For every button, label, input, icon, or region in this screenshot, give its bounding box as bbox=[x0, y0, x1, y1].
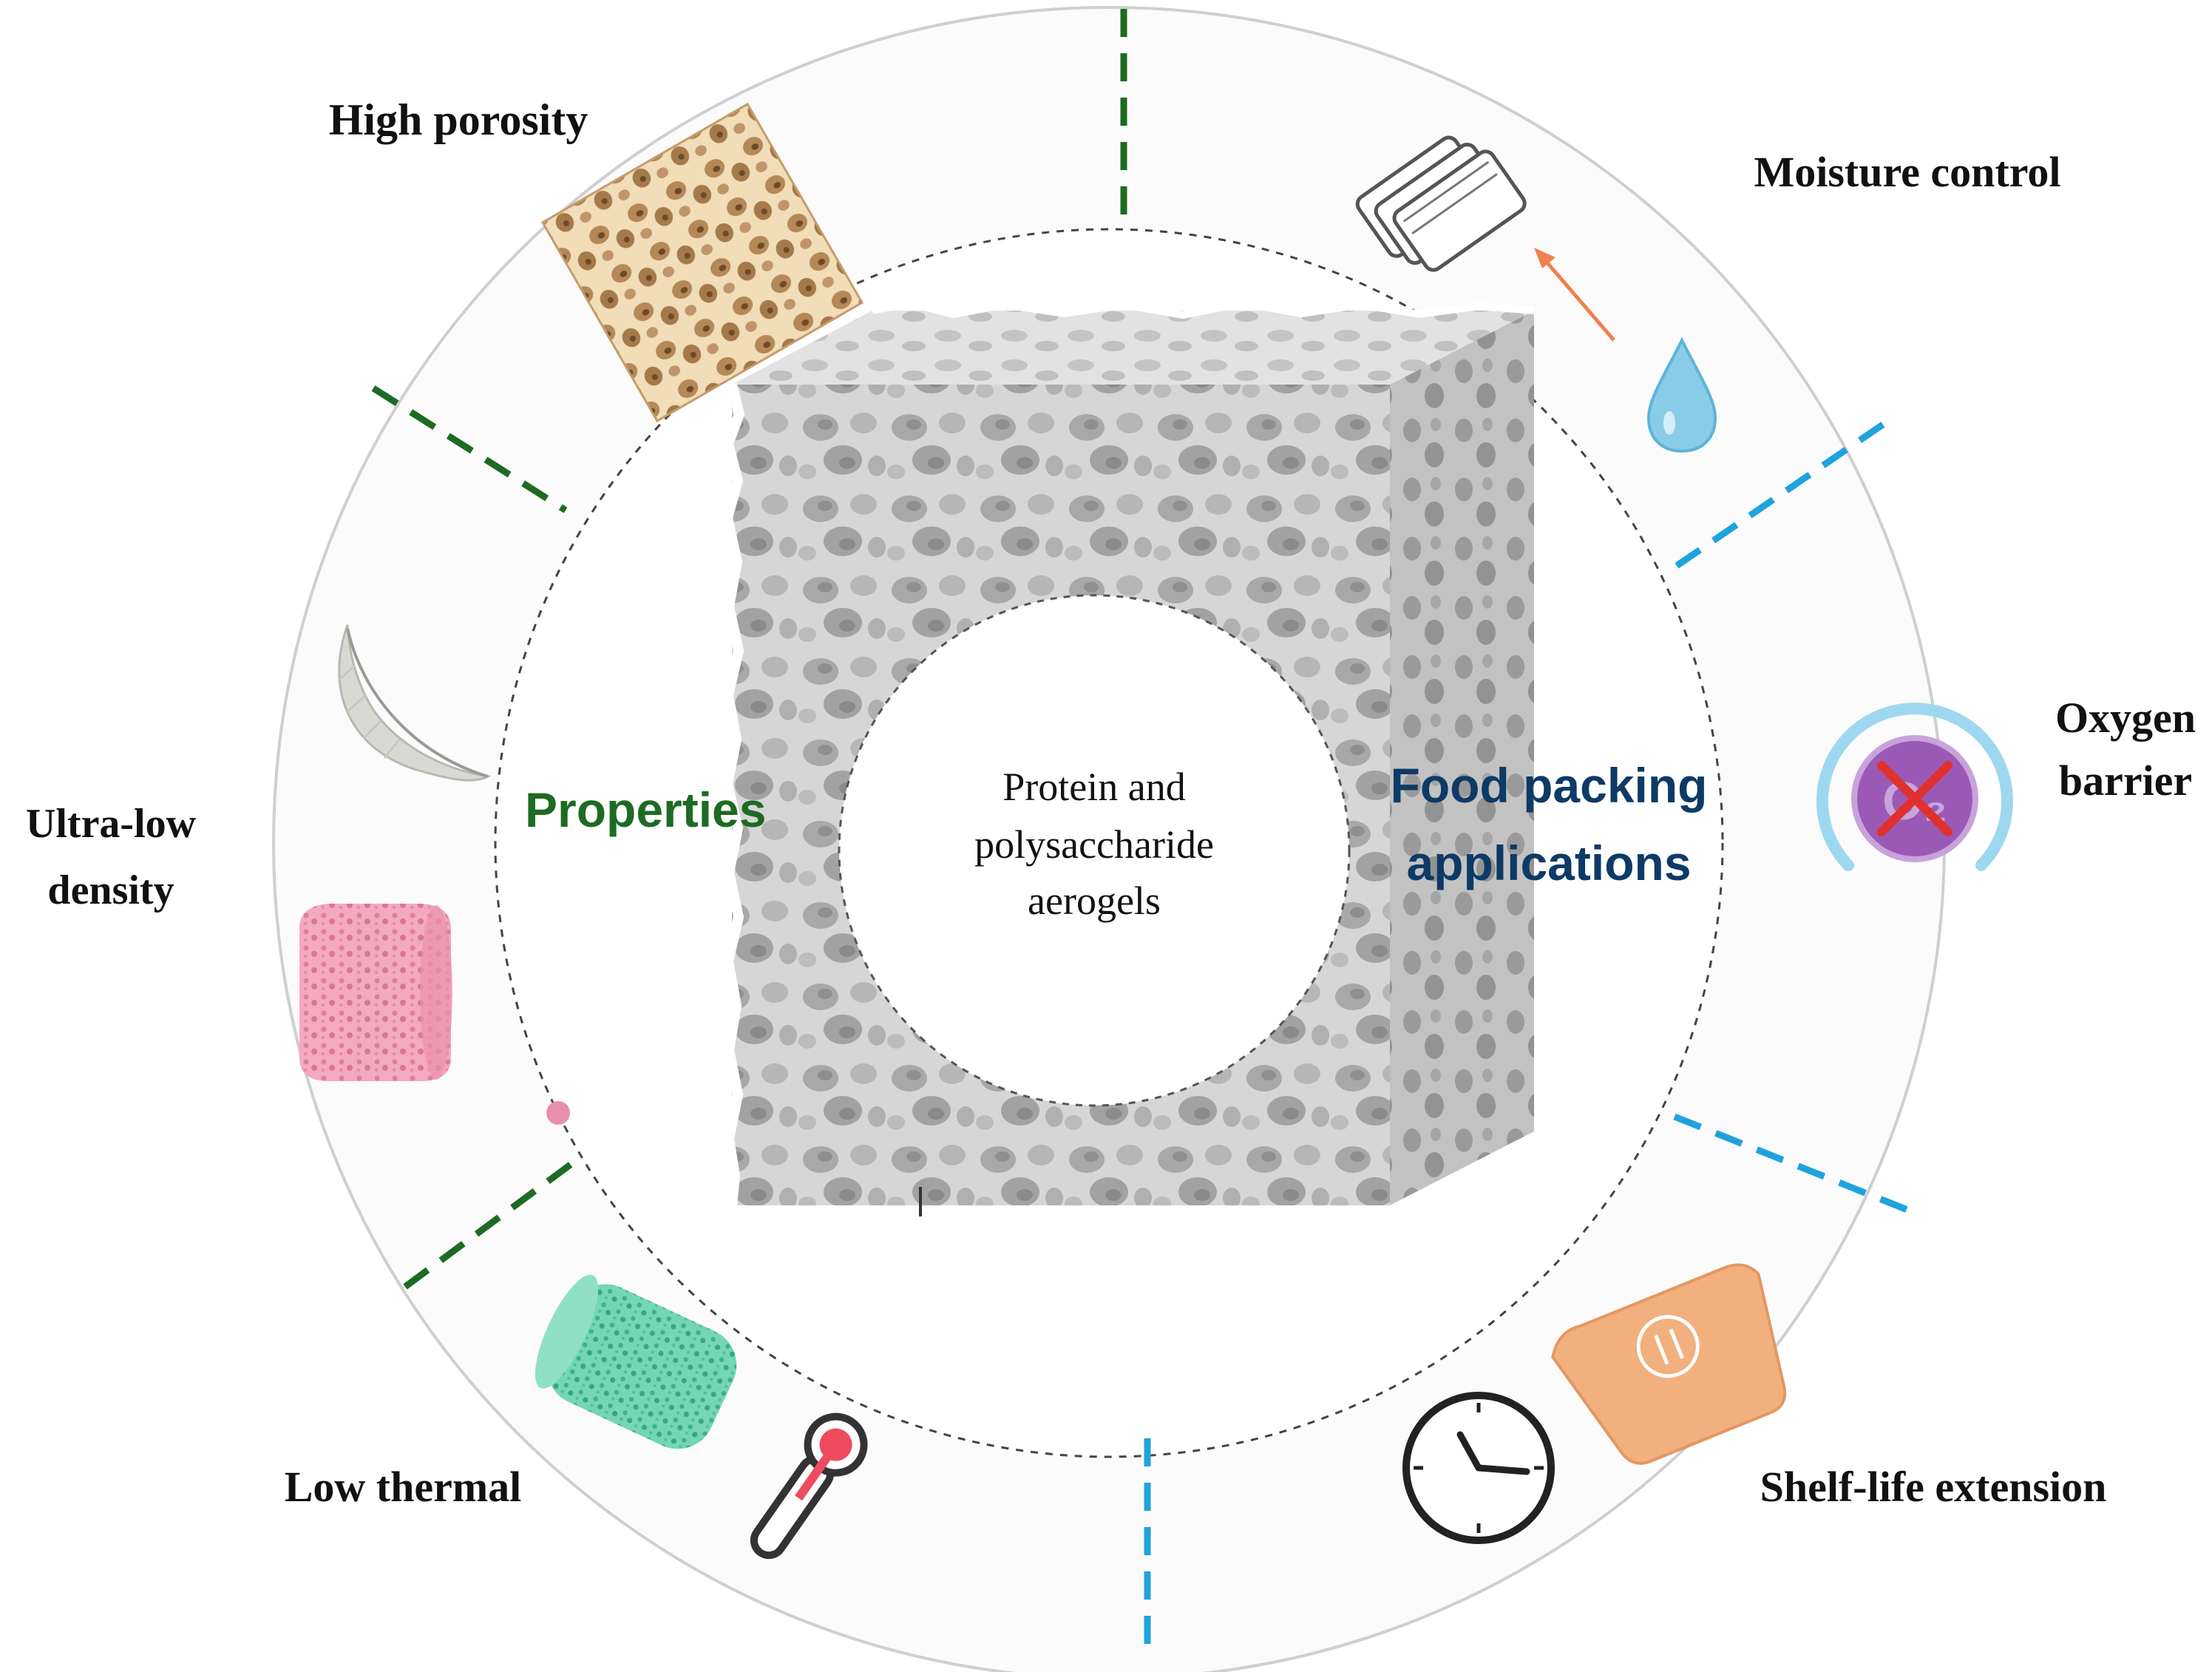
divider-lower-left bbox=[403, 1154, 583, 1290]
sachets-icon bbox=[1355, 135, 1527, 272]
pink-sponge-icon bbox=[299, 904, 570, 1125]
ultra-low-density-label-line-1: Ultra-low bbox=[26, 801, 197, 847]
applications-dividers bbox=[1144, 415, 1916, 1656]
divider-upper-left bbox=[371, 385, 568, 513]
no-oxygen-icon: O₂ bbox=[1816, 703, 2013, 871]
shelf-life-extension-label: Shelf-life extension bbox=[1760, 1463, 2107, 1511]
center-title-line-2: polysaccharide bbox=[974, 822, 1214, 867]
moisture-control-label: Moisture control bbox=[1754, 148, 2060, 196]
ultra-low-density-label-line-2: density bbox=[47, 867, 174, 913]
applications-label-line-1: Food packing bbox=[1391, 758, 1708, 813]
center-title-line-3: aerogels bbox=[1028, 879, 1161, 923]
arrow-icon bbox=[1534, 248, 1615, 342]
properties-dividers bbox=[371, 9, 1127, 1290]
inner-hole bbox=[838, 594, 1351, 1107]
high-porosity-label: High porosity bbox=[329, 95, 588, 144]
porous-texture-icon bbox=[540, 102, 864, 423]
oxygen-barrier-label-line-1: Oxygen bbox=[2055, 694, 2196, 742]
applications-label-line-2: applications bbox=[1406, 836, 1691, 890]
aerogel-cube-icon bbox=[722, 299, 1535, 1216]
feather-icon bbox=[337, 624, 492, 782]
clock-icon bbox=[1402, 1392, 1555, 1544]
green-sponge-icon bbox=[535, 1274, 737, 1449]
oxygen-barrier-label-line-2: barrier bbox=[2059, 757, 2192, 805]
low-thermal-label: Low thermal bbox=[285, 1463, 522, 1511]
properties-label: Properties bbox=[525, 782, 766, 837]
center-title-line-1: Protein and bbox=[1002, 765, 1185, 809]
thermometer-icon bbox=[750, 1412, 868, 1560]
food-pouch-icon bbox=[1551, 1263, 1787, 1465]
water-drop-icon bbox=[1646, 336, 1717, 453]
